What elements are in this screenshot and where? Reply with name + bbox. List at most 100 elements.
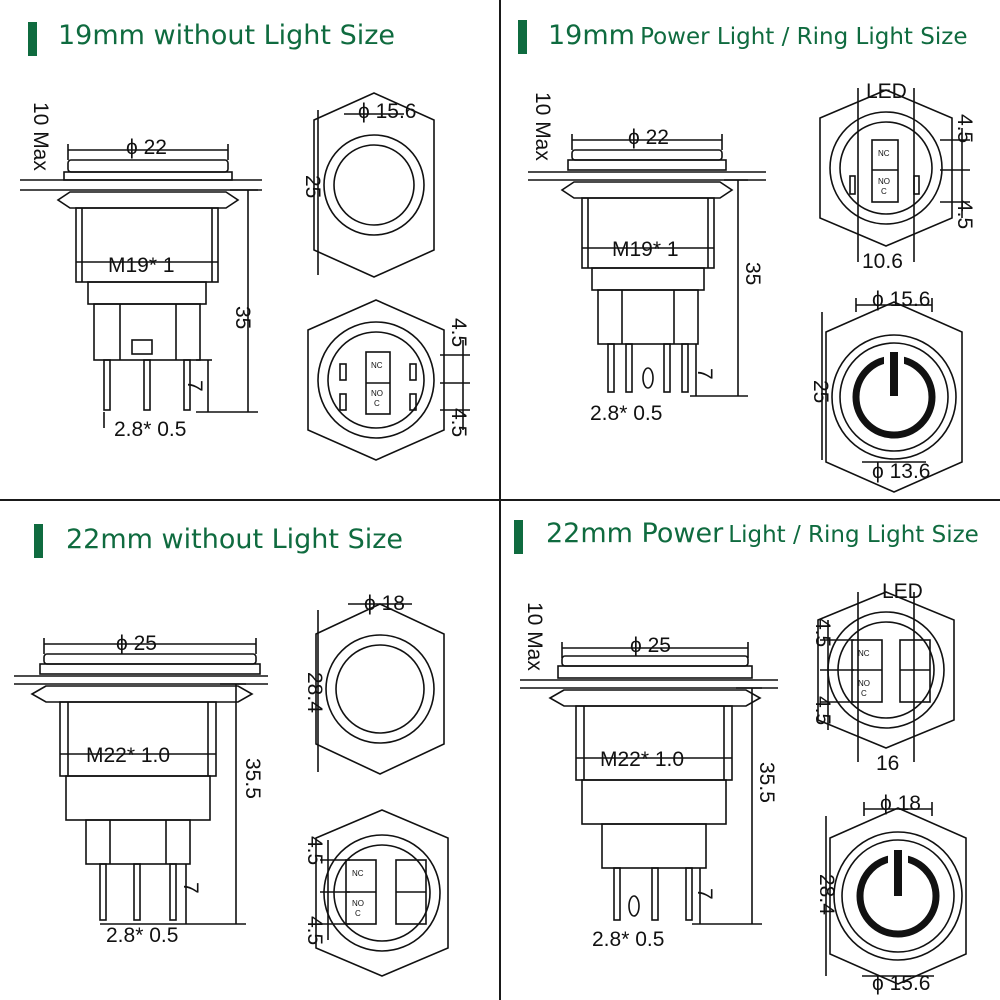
front-diameter-label: ϕ 18 [880,792,921,815]
back-view-hex [819,89,953,247]
back-view-hex [817,591,955,749]
front-view-button [333,144,415,226]
height-label: 35 [231,306,254,329]
height-label: 35.5 [755,762,778,803]
head-diameter-label: ϕ 22 [126,136,167,159]
front-view-hex [829,807,967,985]
terminal-pin [99,863,107,921]
led-label: LED [882,580,923,603]
panel-19mm-no-light: 19mm without Light Size [0,0,500,500]
back-view-hex [307,299,445,461]
panel-22mm-no-light: 22mm without Light Size [0,500,500,1000]
front-diameter-label: ϕ 18 [364,592,405,615]
button-bezel [63,171,233,181]
nc-label: NC [352,869,364,878]
no-label: NO [878,177,890,186]
front-view-button [839,342,949,452]
back-width-label: 10.6 [862,250,903,273]
back-top-label: 4.5 [953,114,976,143]
pin-length-label: 7 [179,882,202,894]
front-view-hex [313,92,435,278]
back-view-ring [323,834,441,952]
back-bottom-label: 4.5 [447,408,470,437]
back-view-ring [317,321,435,439]
front-inner-diameter-label: ϕ 15.6 [872,972,930,995]
side-view-drawing [20,92,470,461]
led-pin [628,895,640,917]
terminal-pin [143,359,151,411]
title-accent-bar [28,22,37,56]
pin-length-label: 7 [183,380,206,392]
front-view-button [335,644,425,734]
front-view-button [841,839,955,953]
back-bottom-label: 4.5 [953,200,976,229]
max-depth-label: 10 Max [523,602,546,671]
side-view-drawing [520,591,967,985]
front-height-label: 25 [301,175,324,198]
terminal-pin [103,359,111,411]
panel-title: 22mm without Light Size [66,524,404,555]
button-bezel [567,159,727,171]
terminal-pin [169,863,177,921]
pin-size-label: 2.8* 0.5 [114,418,186,441]
nc-label: NC [371,361,383,370]
nc-label: NC [878,149,890,158]
hex-nut [560,181,734,199]
c-label: C [881,187,887,196]
terminal-pin [681,343,689,393]
contact-block [899,639,931,703]
switch-base [597,289,699,345]
terminal-pin [183,359,191,411]
c-label: C [355,909,361,918]
terminal-pin [613,867,621,921]
back-view-hex [315,809,449,977]
horizontal-divider [0,499,1000,501]
c-label: C [374,399,380,408]
no-label: NO [858,679,870,688]
front-view-outer-ring [833,831,963,961]
height-label: 35 [741,262,764,285]
front-diameter-label: ϕ 15.6 [872,288,930,311]
front-height-label: 28.4 [303,672,326,713]
front-view-outer-ring [325,634,435,744]
back-bottom-label: 4.5 [811,696,834,725]
led-pin [642,367,654,389]
side-view-drawing [14,603,449,977]
hex-nut [548,689,762,707]
terminal-pin [607,343,615,393]
terminal-pin [651,867,659,921]
title-accent-bar [518,20,527,54]
panel-19mm-power-light: 19mm Power Light / Ring Light Size [500,0,1000,500]
nc-label: NC [858,649,870,658]
hex-nut [30,685,254,703]
back-top-label: 4.5 [447,318,470,347]
hex-nut [56,191,240,209]
title-accent-bar [34,524,43,558]
front-view-hex [825,301,963,493]
front-view-outer-ring [323,134,425,236]
back-width-label: 16 [876,752,899,775]
front-view-outer-ring [831,334,957,460]
contact-block [871,139,899,203]
panel-22mm-power-light: 22mm Power Light / Ring Light Size [500,500,1000,1000]
front-diameter-label: ϕ 15.6 [358,100,416,123]
front-inner-diameter-label: ϕ 13.6 [872,460,930,483]
back-bottom-label: 4.5 [303,916,326,945]
back-top-label: 4.5 [303,836,326,865]
max-depth-label: 10 Max [29,102,52,171]
button-bezel [557,665,753,679]
led-label: LED [866,80,907,103]
pin-size-label: 2.8* 0.5 [592,928,664,951]
terminal-pin [625,343,633,393]
panel-title: 19mm without Light Size [58,20,396,51]
thread-label: M22* 1.0 [86,744,170,767]
head-diameter-label: ϕ 25 [630,634,671,657]
back-top-label: 4.5 [811,618,834,647]
pin-length-label: 7 [693,368,716,380]
title-accent-bar [514,520,523,554]
panel-title: 19mm Power Light / Ring Light Size [548,20,968,51]
terminal-pin [663,343,671,393]
height-label: 35.5 [241,758,264,799]
back-view-ring [829,111,943,225]
head-diameter-label: ϕ 25 [116,632,157,655]
